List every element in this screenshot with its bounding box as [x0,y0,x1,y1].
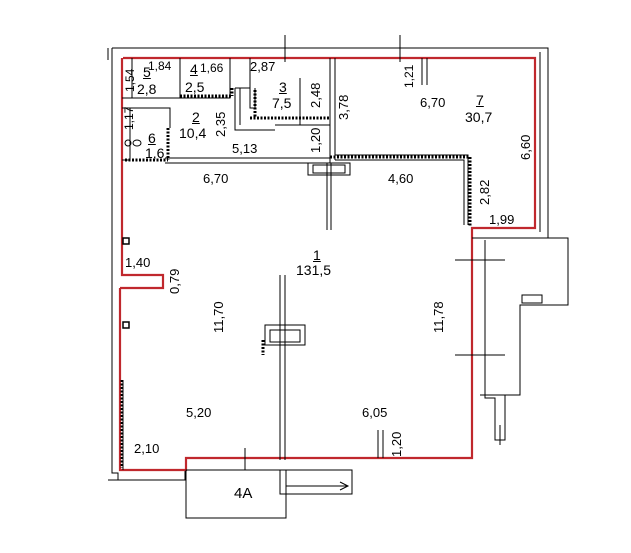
room-3-area: 7,5 [272,95,292,111]
room-5-area: 2,8 [137,81,157,97]
dim-1-21: 1,21 [402,64,416,88]
dim-6-60: 6,60 [518,134,533,160]
dim-6-05: 6,05 [362,405,388,420]
dim-6-70-mid: 6,70 [203,171,229,186]
room-1-number: 1 [313,247,321,263]
room-2-number: 2 [192,109,200,125]
outer-outline [111,47,549,481]
dim-1-66: 1,66 [200,61,224,75]
dim-1-20-top: 1,20 [308,127,323,153]
dim-1-84: 1,84 [148,59,172,73]
dim-2-87: 2,87 [250,59,276,74]
room-1-area: 131,5 [296,262,332,278]
exterior-right [455,237,569,445]
apartment-perimeter [118,56,537,472]
room-7-area: 30,7 [465,109,493,125]
room-7-number: 7 [476,92,484,108]
room-4-number: 4 [190,61,198,77]
dim-5-13: 5,13 [232,141,258,156]
hatched-walls [120,88,472,468]
exterior-left [107,48,118,481]
dim-1-54: 1,54 [123,68,137,92]
room-6-number: 6 [148,130,156,146]
room-2-area: 10,4 [179,125,207,141]
inner-walls [122,35,469,470]
room-3-number: 3 [279,79,287,95]
dim-2-10: 2,10 [134,441,160,456]
dim-5-20: 5,20 [186,405,212,420]
dim-1-20-bottom: 1,20 [389,431,404,457]
dim-3-78: 3,78 [336,94,351,120]
dim-2-35: 2,35 [213,111,228,137]
room-6-area: 1,6 [145,145,165,161]
entrance-4a-label: 4A [234,485,253,502]
wall-markers [122,237,130,329]
dim-1-40: 1,40 [125,255,151,270]
entrance-4a [185,448,353,519]
dim-6-70-top: 6,70 [420,95,446,110]
room-4-area: 2,5 [185,79,205,95]
dim-2-82: 2,82 [477,179,492,205]
dim-4-60: 4,60 [388,171,414,186]
dim-11-78: 11,78 [431,301,446,333]
sink-icon [124,139,142,147]
dim-11-70: 11,70 [211,301,226,333]
dim-1-17: 1,17 [122,106,136,130]
dim-1-99: 1,99 [489,212,515,227]
dim-2-48: 2,48 [308,82,323,108]
room-5-number: 5 [143,64,151,80]
dim-0-79: 0,79 [167,268,182,294]
